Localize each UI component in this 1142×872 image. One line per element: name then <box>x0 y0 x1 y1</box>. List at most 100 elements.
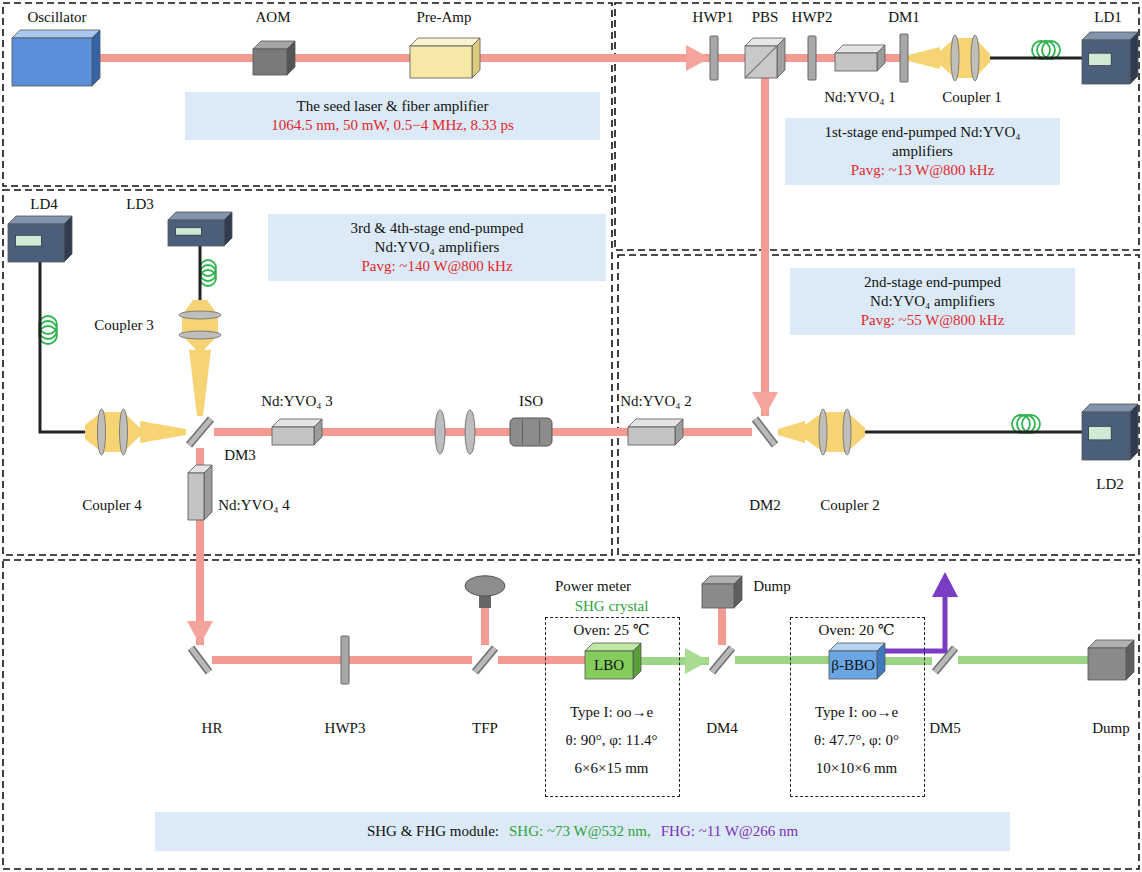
component-label: LD4 <box>30 197 58 212</box>
laser-beam <box>295 54 410 62</box>
oven-spec: 6×6×15 mm <box>574 760 648 775</box>
oven-spec: Oven: 20 ℃ <box>819 622 895 637</box>
laser-beam <box>683 428 752 436</box>
laser-beam <box>498 656 585 664</box>
laser-beam <box>100 54 253 62</box>
info-text: 3rd & 4th-stage end-pumped Nd:YVO₄ ampli… <box>327 219 547 257</box>
pump-light <box>778 421 805 443</box>
laser-beam <box>212 656 341 664</box>
info-text: 1064.5 nm, 50 mW, 0.5−4 MHz, 8.33 ps <box>195 116 590 135</box>
info-text: The seed laser & fiber amplifier <box>195 97 590 116</box>
oscillator-box-shape <box>12 30 100 86</box>
info-text: 2nd-stage end-pumped Nd:YVO₄ amplifiers <box>833 273 1033 311</box>
laser-beam <box>718 54 745 62</box>
mirror-shape <box>475 648 495 672</box>
oven-spec: θ: 47.7°, φ: 0° <box>814 732 899 747</box>
laser-diode-shape <box>8 216 72 262</box>
info-box: 3rd & 4th-stage end-pumped Nd:YVO₄ ampli… <box>268 214 606 281</box>
coupler-lens-shape <box>179 300 221 350</box>
beam-dump: Dump <box>1088 640 1134 680</box>
beam-dump-shape <box>1088 640 1134 680</box>
component-label: Nd:YVO₄ 1 <box>824 90 895 105</box>
mirror: HR <box>188 645 212 675</box>
coupler-lens: Coupler 2 <box>805 408 865 456</box>
component-label: DM4 <box>706 721 738 736</box>
component-label: HWP1 <box>693 10 734 25</box>
info-text: Pavg: ~140 W@800 kHz <box>278 257 596 276</box>
waveplate-shape <box>900 34 908 82</box>
mirror: DM4 <box>709 645 735 675</box>
laser-beam <box>322 428 510 436</box>
preamp-box: Pre-Amp <box>410 38 480 78</box>
lens <box>435 410 475 454</box>
component-label: LD3 <box>126 197 154 212</box>
component-label: HR <box>202 721 223 736</box>
beam-dump: Dump <box>702 576 742 608</box>
panel-frame <box>3 3 1139 869</box>
arrowhead <box>685 648 709 674</box>
delivery-fiber <box>990 57 1082 60</box>
component-label: HWP2 <box>792 10 833 25</box>
laser-beam <box>718 608 726 645</box>
waveplate: HWP1 <box>710 36 718 80</box>
coupler-lens-shape <box>940 35 990 81</box>
waveplate: DM1 <box>900 34 908 82</box>
laser-beam <box>196 448 204 465</box>
shg-crystal-shape <box>585 643 641 679</box>
waveplate: HWP2 <box>808 36 816 80</box>
delivery-fiber <box>865 431 1082 434</box>
component-label: Nd:YVO₄ 4 <box>218 498 289 513</box>
component-label: β-BBO <box>831 658 874 673</box>
info-text: Pavg: ~13 W@800 kHz <box>795 161 1050 180</box>
arrowhead <box>752 392 778 416</box>
green-beam <box>958 656 1088 664</box>
oven-spec: Type I: oo→e <box>570 704 653 719</box>
laser-beam <box>761 78 769 416</box>
oven-spec: Type I: oo→e <box>815 704 898 719</box>
gain-crystal: Nd:YVO₄ 3 <box>272 419 322 445</box>
component-label: LD2 <box>1096 477 1124 492</box>
coupler-lens-shape <box>85 409 140 455</box>
component-label: DM3 <box>224 448 256 463</box>
gain-crystal-shape <box>835 45 885 71</box>
arrowhead <box>686 45 710 71</box>
component-label: LBO <box>594 658 624 673</box>
oven-spec: Oven: 25 ℃ <box>574 622 650 637</box>
mirror: TFP <box>472 645 498 675</box>
component-label: Power meter <box>555 579 631 594</box>
gain-crystal: Nd:YVO₄ 2 <box>628 419 683 445</box>
mirror-shape <box>935 648 955 672</box>
mirror-shape <box>189 419 211 445</box>
info-text: SHG & FHG module: <box>367 823 499 839</box>
waveplate-shape <box>341 636 349 684</box>
info-box: The seed laser & fiber amplifier1064.5 n… <box>185 92 600 140</box>
laser-beam <box>481 608 489 645</box>
laser-beam <box>885 54 900 62</box>
component-label: Coupler 3 <box>94 318 154 333</box>
waveplate: HWP3 <box>341 636 349 684</box>
component-label: Nd:YVO₄ 2 <box>620 394 691 409</box>
component-label: Coupler 2 <box>820 498 880 513</box>
component-label: DM2 <box>749 498 781 513</box>
isolator-shape <box>510 418 552 446</box>
shg-crystal: LBO <box>585 643 641 679</box>
laser-diode: LD3 <box>168 212 232 246</box>
aom-box: AOM <box>253 41 295 75</box>
gain-crystal-shape <box>272 419 322 445</box>
info-text: Pavg: ~55 W@800 kHz <box>800 311 1065 330</box>
laser-diode: LD1 <box>1082 32 1138 84</box>
info-text: FHG: ~11 W@266 nm <box>661 823 798 839</box>
fiber-coil <box>39 41 1060 433</box>
oven-spec: SHG crystal <box>575 598 649 613</box>
info-box: SHG & FHG module:SHG: ~73 W@532 nm,FHG: … <box>155 812 1010 851</box>
laser-diode-shape <box>1082 404 1138 460</box>
laser-diode: LD2 <box>1082 404 1138 460</box>
mirror-shape <box>712 648 732 672</box>
gain-crystal-shape <box>188 465 212 520</box>
oven-spec: θ: 90°, φ: 11.4° <box>566 732 658 747</box>
green-beam <box>735 656 829 664</box>
pbs-cube-shape <box>745 38 785 78</box>
preamp-box-shape <box>410 38 480 78</box>
oscillator-box: Oscillator <box>12 30 100 86</box>
component-label: Coupler 1 <box>942 90 1002 105</box>
